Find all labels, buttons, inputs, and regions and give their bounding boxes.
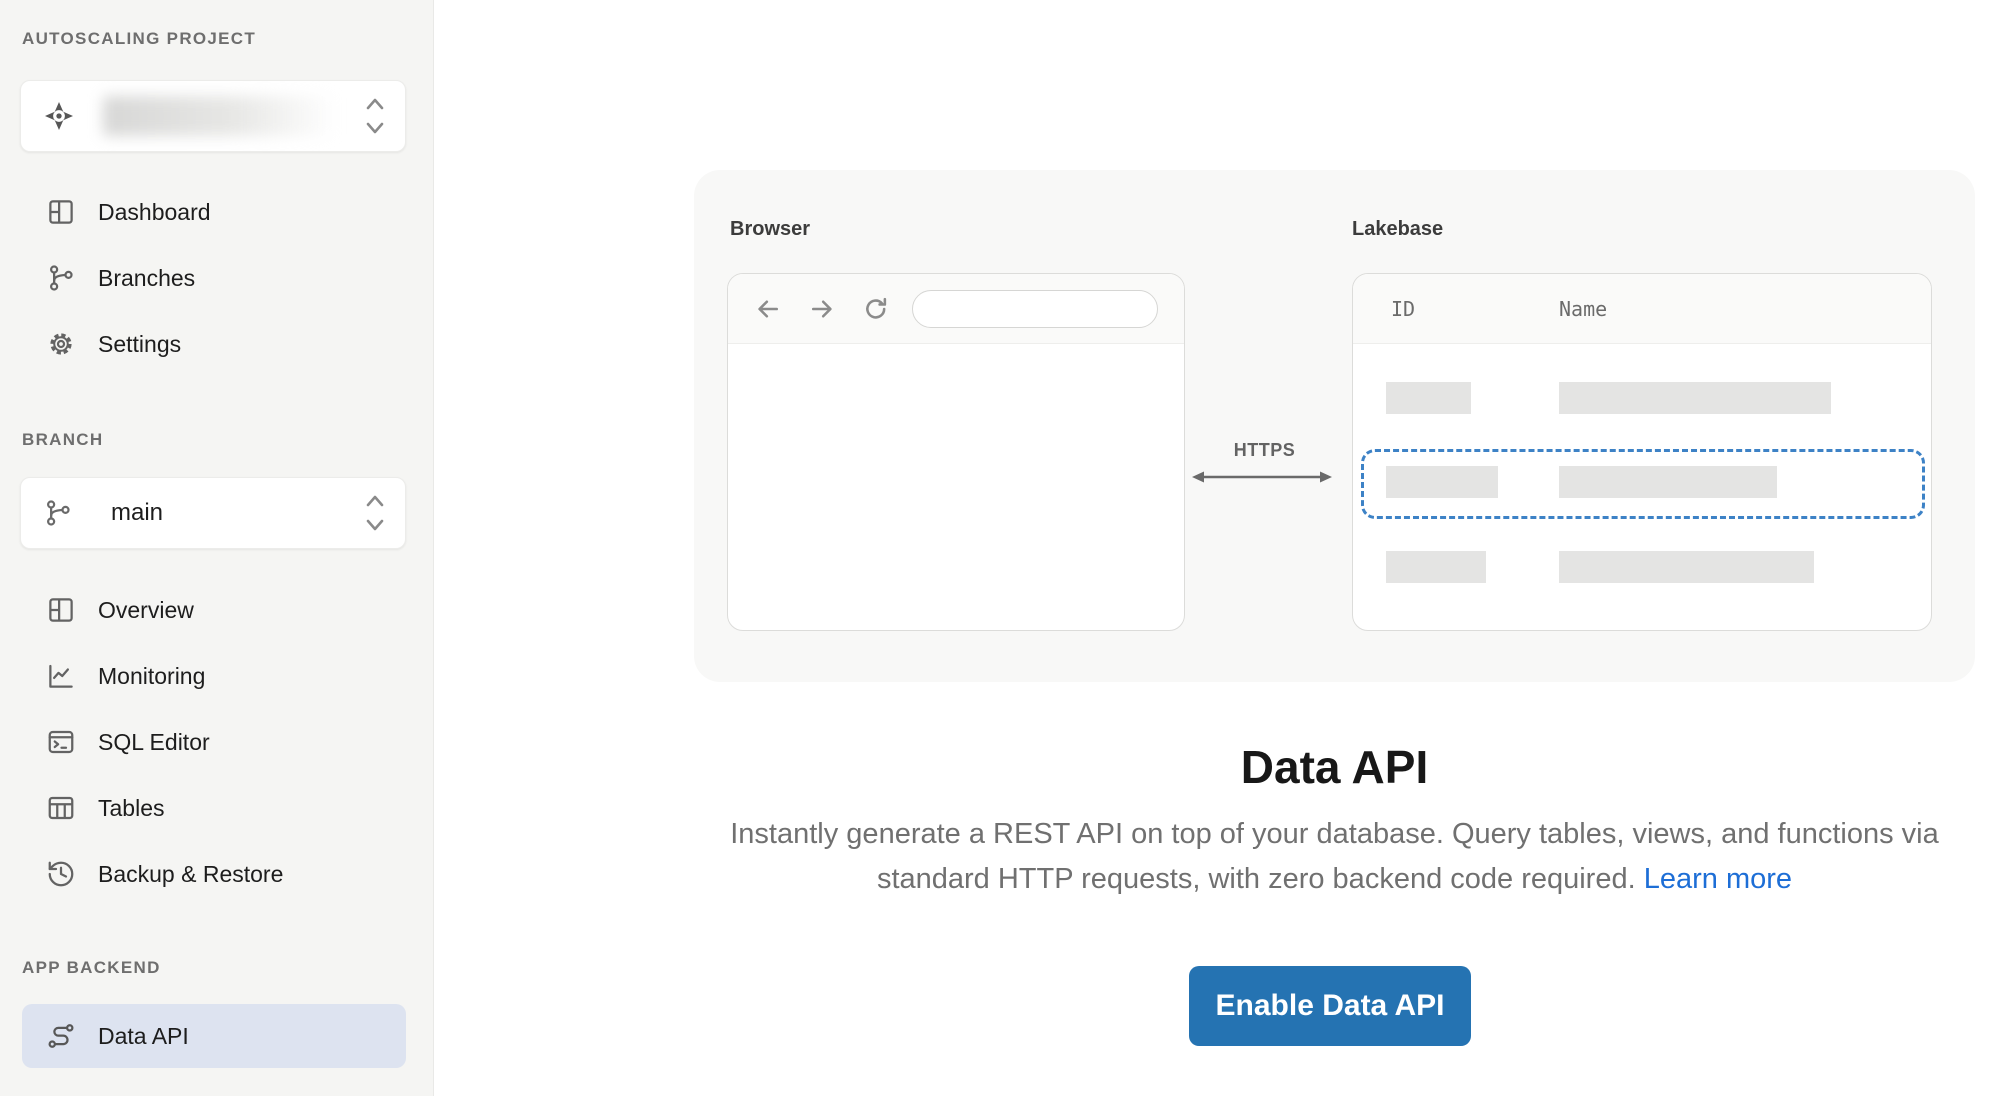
terminal-window-icon (46, 727, 76, 757)
branch-selector-value: main (111, 499, 164, 526)
sidebar-item-settings[interactable]: Settings (22, 312, 406, 376)
browser-window-mock (727, 273, 1185, 631)
double-arrow-icon (1192, 471, 1332, 483)
description-line-1: Instantly generate a REST API on top of … (730, 818, 1939, 850)
sidebar-item-label: Branches (98, 264, 196, 291)
learn-more-link[interactable]: Learn more (1643, 863, 1793, 895)
https-connection: HTTPS (1192, 440, 1337, 485)
sidebar-item-label: SQL Editor (98, 728, 210, 755)
table-icon (46, 793, 76, 823)
history-clock-icon (46, 859, 76, 889)
sidebar-item-dashboard[interactable]: Dashboard (22, 180, 406, 244)
page-description: Instantly generate a REST API on top of … (594, 812, 2000, 902)
dashboard-icon (46, 595, 76, 625)
sidebar-item-label: Tables (98, 794, 165, 821)
git-branch-icon (46, 263, 76, 293)
back-arrow-icon (754, 295, 782, 323)
enable-data-api-button[interactable]: Enable Data API (1189, 966, 1471, 1046)
lakebase-diagram-label: Lakebase (1352, 218, 1444, 240)
branch-selector[interactable]: main (20, 477, 406, 549)
table-row-placeholder (1386, 382, 1471, 414)
page-title: Data API (1240, 741, 1429, 793)
app-backend-section-label: APP BACKEND (22, 958, 161, 977)
git-branch-icon (43, 498, 73, 528)
sidebar-item-branches[interactable]: Branches (22, 246, 406, 310)
highlighted-row-outline (1361, 449, 1925, 519)
project-name-redacted (103, 96, 337, 136)
forward-arrow-icon (808, 295, 836, 323)
sidebar-item-label: Monitoring (98, 662, 206, 689)
browser-toolbar (728, 274, 1184, 344)
sidebar-item-overview[interactable]: Overview (22, 578, 406, 642)
table-column-name: Name (1559, 297, 1608, 321)
chevron-up-down-icon (363, 93, 387, 139)
sidebar-item-label: Data API (98, 1022, 189, 1049)
sidebar-item-data-api[interactable]: Data API (22, 1004, 406, 1068)
sidebar-item-label: Dashboard (98, 198, 211, 225)
chevron-up-down-icon (363, 490, 387, 536)
sidebar-item-tables[interactable]: Tables (22, 776, 406, 840)
table-header-row: ID Name (1353, 274, 1931, 344)
table-row-placeholder (1559, 551, 1814, 583)
data-api-diagram-card: Browser (694, 170, 1975, 682)
project-selector[interactable] (20, 80, 406, 152)
https-label: HTTPS (1233, 440, 1296, 460)
table-row-placeholder (1559, 382, 1831, 414)
sidebar-item-sql-editor[interactable]: SQL Editor (22, 710, 406, 774)
sidebar-item-label: Overview (98, 596, 194, 623)
chart-line-icon (46, 661, 76, 691)
sidebar-item-label: Settings (98, 330, 182, 357)
project-icon (43, 100, 75, 132)
table-row-placeholder (1386, 466, 1498, 498)
reload-icon (862, 295, 890, 323)
sidebar-item-label: Backup & Restore (98, 860, 284, 887)
lakebase-table-mock: ID Name (1352, 273, 1932, 631)
gear-icon (46, 329, 76, 359)
sidebar-item-monitoring[interactable]: Monitoring (22, 644, 406, 708)
description-line-2: standard HTTP requests, with zero backen… (876, 863, 1636, 895)
sidebar: AUTOSCALING PROJECT Dashboard (0, 0, 434, 1096)
project-section-label: AUTOSCALING PROJECT (22, 29, 257, 48)
table-column-id: ID (1391, 297, 1416, 321)
route-icon (46, 1021, 76, 1051)
table-row-placeholder (1386, 551, 1486, 583)
browser-diagram-label: Browser (730, 218, 811, 240)
sidebar-item-backup-restore[interactable]: Backup & Restore (22, 842, 406, 906)
table-row-placeholder (1559, 466, 1777, 498)
url-bar (912, 289, 1158, 328)
dashboard-icon (46, 197, 76, 227)
branch-section-label: BRANCH (22, 430, 104, 449)
